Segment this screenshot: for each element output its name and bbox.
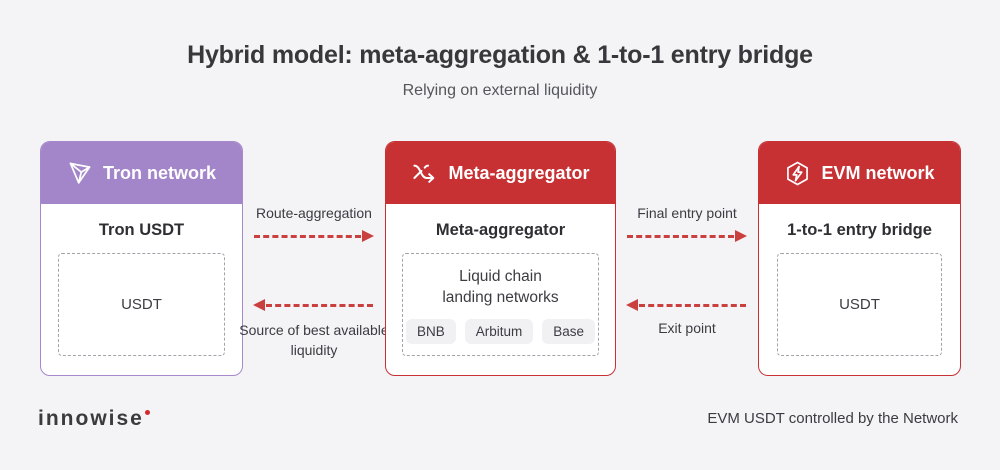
evm-card-header-label: EVM network bbox=[821, 162, 935, 183]
tron-usdt-slot: USDT bbox=[58, 253, 225, 356]
tron-card-header-label: Tron network bbox=[102, 162, 216, 183]
liquid-chain-line2: landing networks bbox=[442, 288, 559, 306]
page-title: Hybrid model: meta-aggregation & 1-to-1 … bbox=[187, 41, 813, 69]
tron-icon bbox=[67, 160, 93, 186]
innowise-logo-text: innowise bbox=[38, 407, 144, 430]
exit-point-arrow-left bbox=[626, 299, 746, 311]
pill-arbitum: Arbitum bbox=[464, 318, 534, 344]
liquid-chain-line1: Liquid chain bbox=[459, 267, 542, 285]
shuffle-icon bbox=[411, 160, 438, 187]
liquid-chain-slot: Liquid chain landing networks BNB Arbitu… bbox=[402, 253, 599, 356]
evm-usdt-slot: USDT bbox=[777, 253, 942, 356]
arrowhead-left-icon bbox=[253, 299, 265, 311]
pill-base: Base bbox=[542, 318, 596, 344]
final-entry-point-label: Final entry point bbox=[637, 205, 737, 221]
meta-card-header-label: Meta-aggregator bbox=[448, 162, 590, 183]
footer-note: EVM USDT controlled by the Network bbox=[707, 410, 958, 427]
source-liquidity-arrow-left bbox=[253, 299, 373, 311]
tron-card-body: Tron USDT USDT bbox=[41, 204, 242, 356]
tron-card-title: Tron USDT bbox=[98, 221, 185, 239]
liquid-chain-text: Liquid chain landing networks bbox=[442, 266, 558, 308]
arrowhead-left-icon bbox=[626, 299, 638, 311]
arrowhead-right-icon bbox=[362, 230, 374, 242]
meta-aggregator-card: Meta-aggregator Meta-aggregator Liquid c… bbox=[385, 141, 616, 376]
tron-usdt-label: USDT bbox=[121, 296, 162, 313]
innowise-logo: innowise bbox=[38, 407, 150, 431]
network-pill-row: BNB Arbitum Base bbox=[405, 318, 596, 344]
evm-usdt-label: USDT bbox=[839, 296, 880, 313]
route-aggregation-label: Route-aggregation bbox=[256, 205, 372, 221]
meta-card-header: Meta-aggregator bbox=[386, 142, 615, 204]
pill-bnb: BNB bbox=[405, 318, 456, 344]
source-liquidity-label: Source of best available liquidity bbox=[239, 322, 389, 358]
tron-network-card: Tron network Tron USDT USDT bbox=[40, 141, 243, 376]
logo-dot-icon bbox=[144, 410, 150, 415]
page-subtitle: Relying on external liquidity bbox=[402, 82, 598, 99]
cube-bolt-icon bbox=[784, 160, 811, 187]
evm-card-body: 1-to-1 entry bridge USDT bbox=[759, 204, 960, 356]
exit-point-label: Exit point bbox=[658, 320, 716, 336]
meta-card-body: Meta-aggregator Liquid chain landing net… bbox=[386, 204, 615, 356]
route-aggregation-arrow-right bbox=[254, 230, 374, 242]
arrowhead-right-icon bbox=[735, 230, 747, 242]
final-entry-arrow-right bbox=[627, 230, 747, 242]
meta-card-title: Meta-aggregator bbox=[435, 221, 566, 239]
evm-card-title: 1-to-1 entry bridge bbox=[787, 221, 932, 239]
evm-card-header: EVM network bbox=[759, 142, 960, 204]
tron-card-header: Tron network bbox=[41, 142, 242, 204]
evm-network-card: EVM network 1-to-1 entry bridge USDT bbox=[758, 141, 961, 376]
